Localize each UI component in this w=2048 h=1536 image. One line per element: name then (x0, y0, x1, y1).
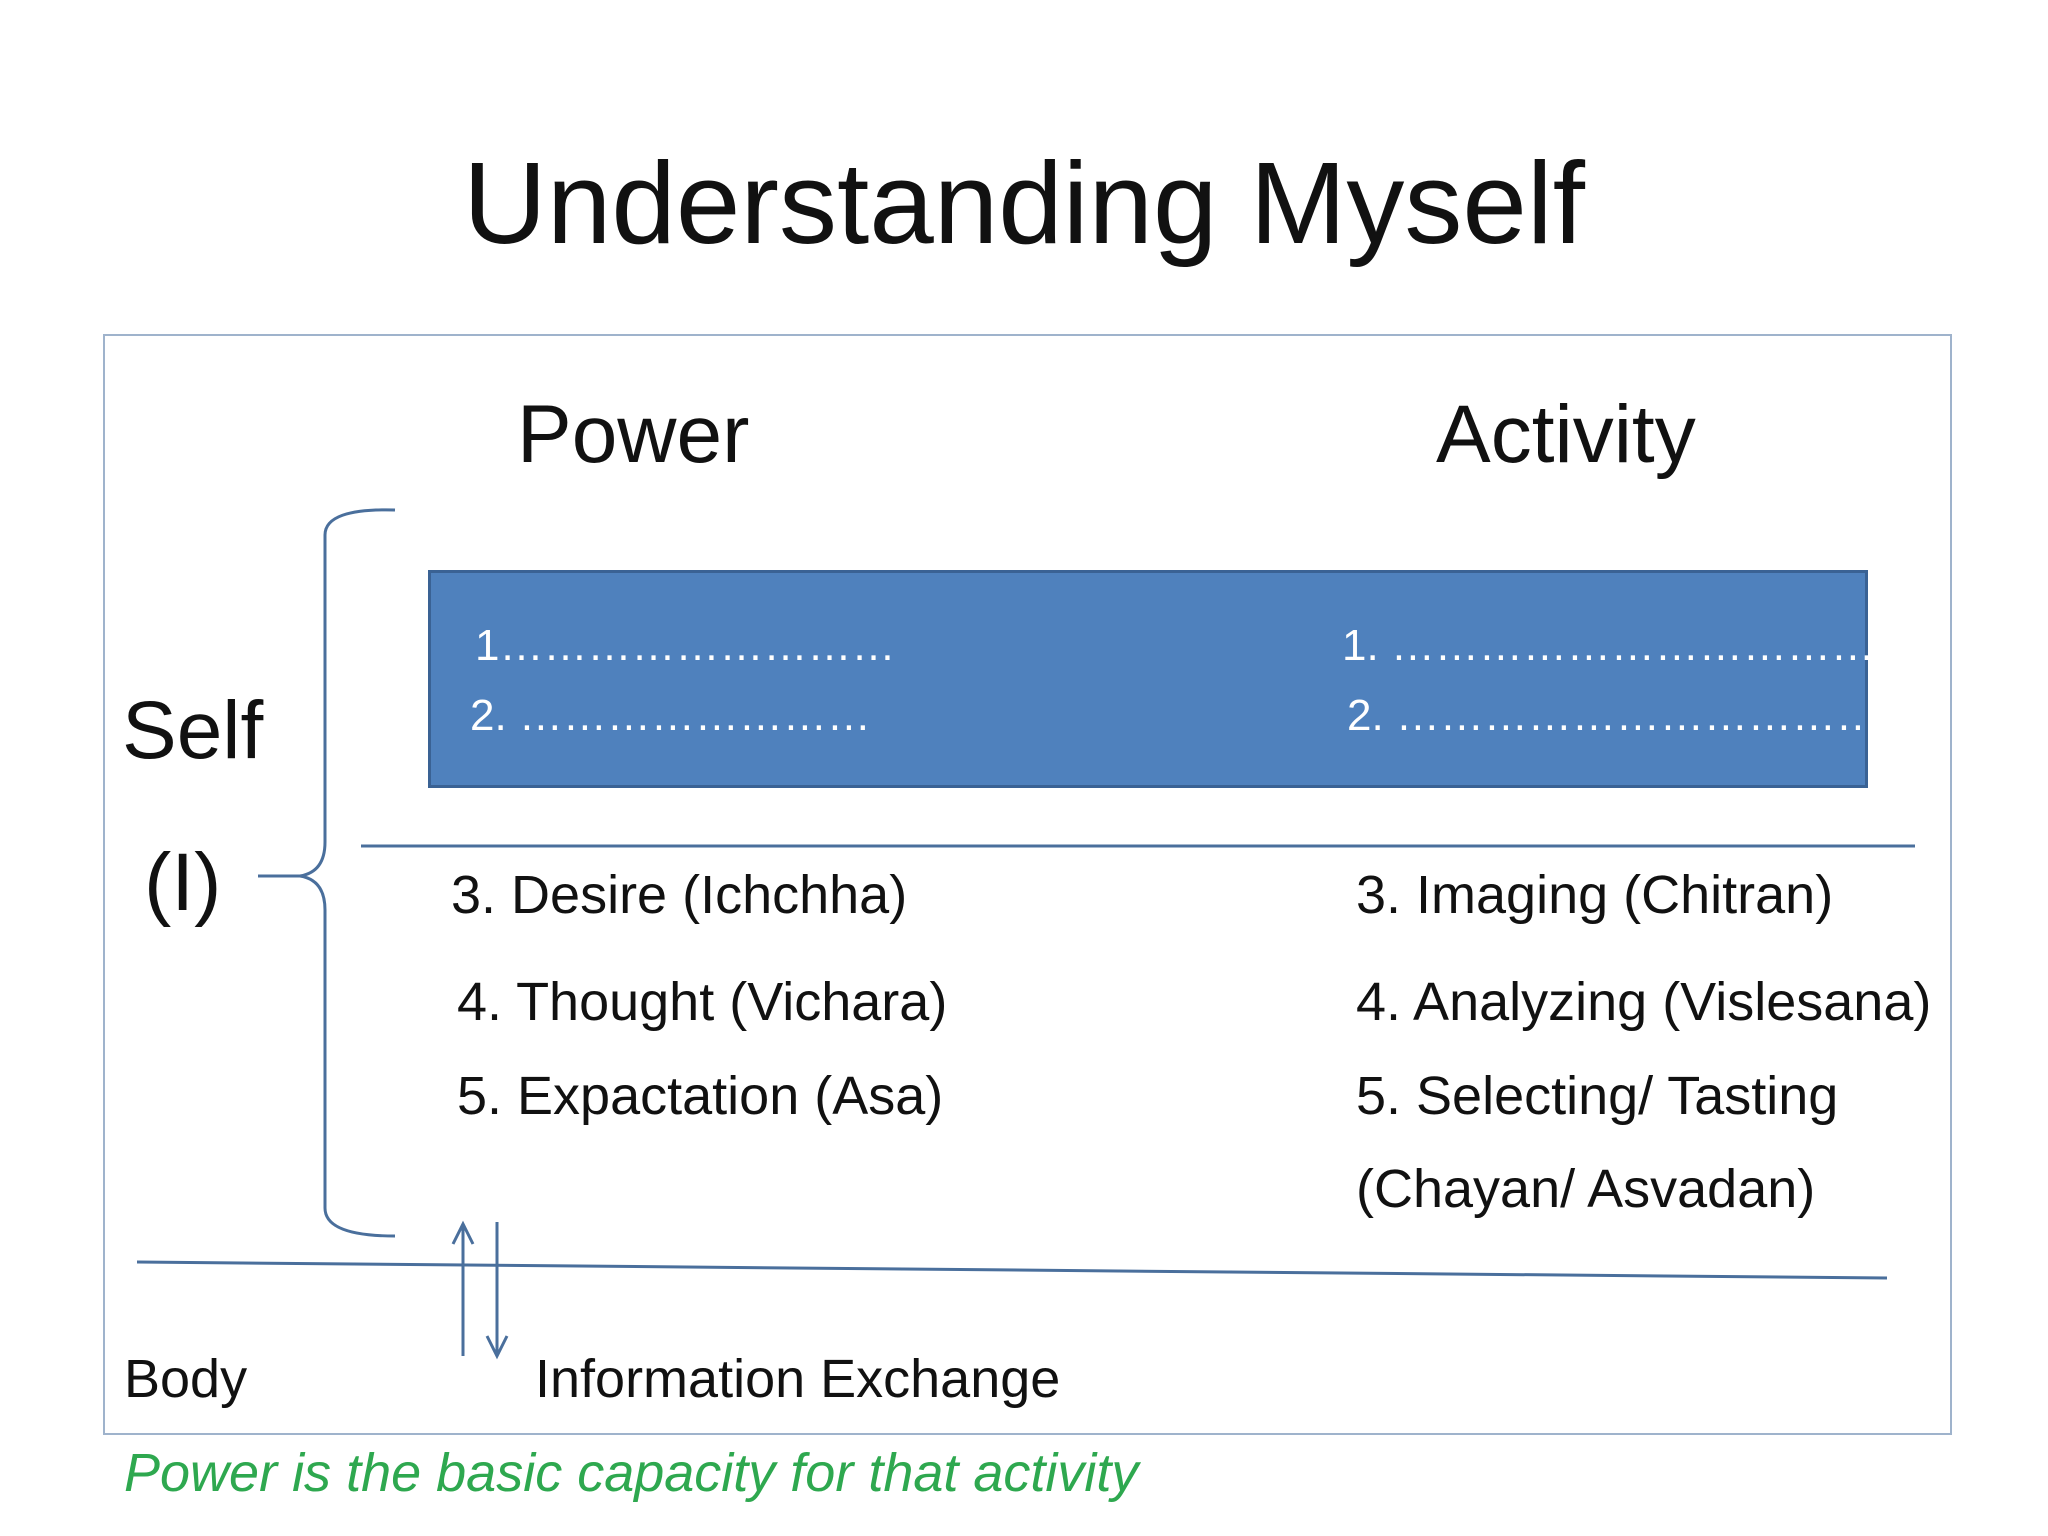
activity-item-5-cont: (Chayan/ Asvadan) (1356, 1159, 1816, 1219)
power-item-4: 4. Thought (Vichara) (457, 972, 948, 1032)
self-label: Self (122, 685, 264, 776)
blue-power-line-1: 1……………………… (475, 621, 896, 670)
blue-power-line-2: 2. …………………… (470, 691, 871, 740)
activity-item-3: 3. Imaging (Chitran) (1356, 865, 1834, 925)
information-exchange-label: Information Exchange (535, 1349, 1061, 1409)
blue-activity-line-1: 1. …………………………… (1342, 621, 1875, 670)
activity-item-5: 5. Selecting/ Tasting (1356, 1066, 1839, 1126)
body-label: Body (124, 1349, 248, 1409)
slide-title: Understanding Myself (463, 138, 1585, 268)
activity-item-4: 4. Analyzing (Vislesana) (1356, 972, 1932, 1032)
power-item-5: 5. Expactation (Asa) (457, 1066, 944, 1126)
footnote: Power is the basic capacity for that act… (124, 1443, 1139, 1503)
i-label: (I) (144, 837, 222, 928)
activity-heading: Activity (1436, 389, 1696, 480)
blue-activity-line-2: 2. …………………………… (1347, 691, 1880, 740)
power-item-3: 3. Desire (Ichchha) (451, 865, 908, 925)
power-heading: Power (517, 389, 750, 480)
blue-box (428, 570, 1868, 788)
diagram-frame (103, 334, 1952, 1435)
